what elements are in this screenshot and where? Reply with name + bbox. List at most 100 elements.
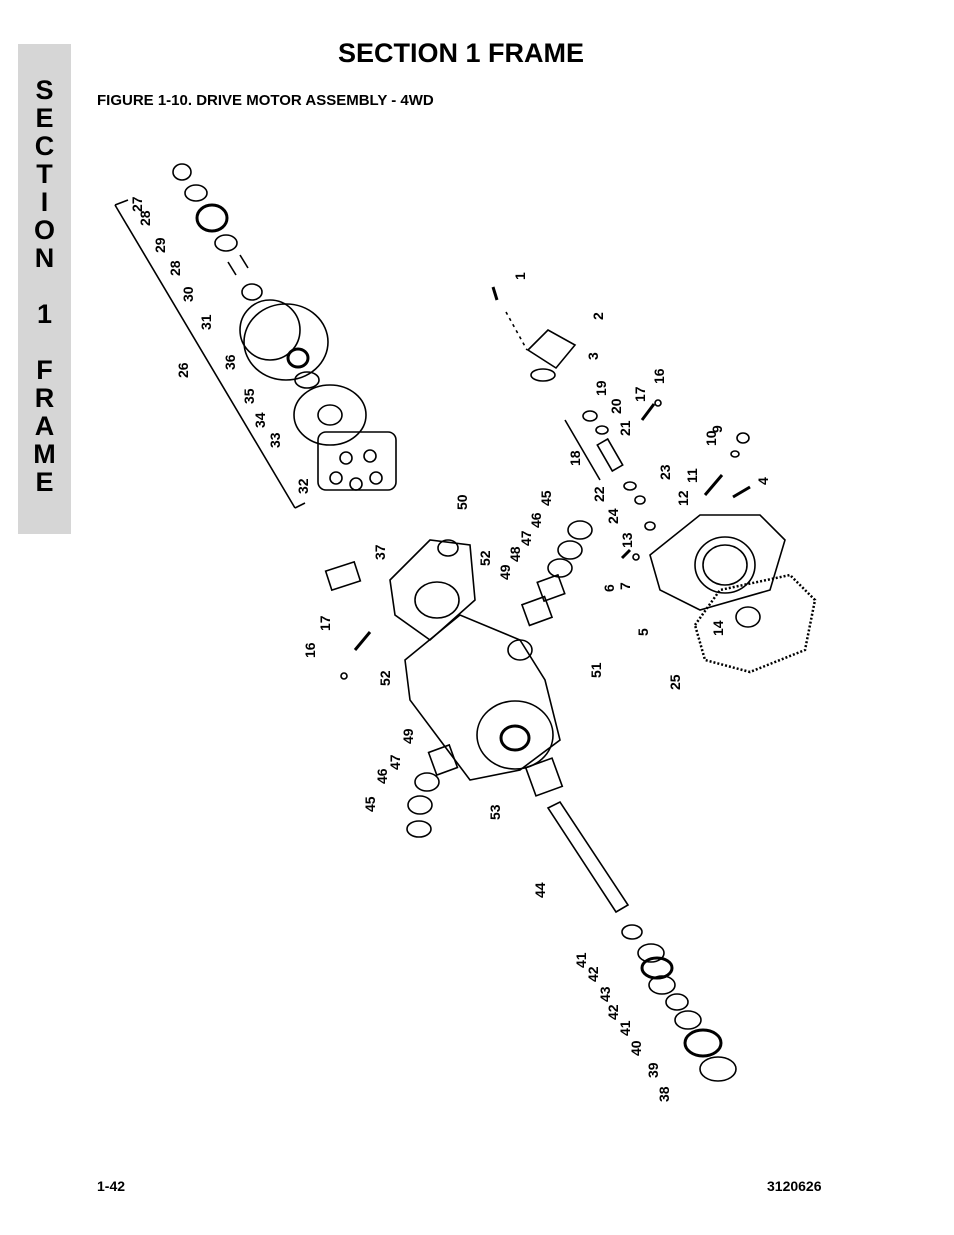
bearing-48 (536, 573, 566, 603)
callout: 50 (454, 494, 470, 510)
callout: 6 (601, 584, 617, 592)
side-tab-letter: E (35, 467, 54, 497)
piston (339, 451, 353, 465)
spacer-47 (547, 558, 573, 578)
section-title: SECTION 1 FRAME (0, 38, 954, 69)
pin-30b (239, 254, 249, 269)
callout: 25 (667, 674, 683, 690)
callout: 52 (377, 670, 393, 686)
ring-24 (644, 521, 656, 531)
side-tab-letter: A (34, 411, 55, 441)
swashplate-50 (389, 539, 476, 642)
callout: 52 (477, 550, 493, 566)
callout: 11 (684, 468, 700, 483)
callout: 33 (267, 432, 283, 448)
callout: 4 (755, 477, 771, 485)
callout: 47 (518, 530, 534, 546)
spring-29 (195, 203, 229, 233)
group-26-bracket-line (114, 204, 296, 509)
pin-30 (227, 261, 237, 276)
callout: 21 (617, 420, 633, 436)
callout: 14 (710, 620, 726, 636)
cylinder-barrel-face (239, 299, 301, 361)
screw-1 (491, 286, 499, 301)
side-tab-letter: 1 (36, 299, 53, 329)
plug-17 (640, 403, 656, 421)
snap-ring-45 (567, 520, 593, 540)
callout: 49 (497, 564, 513, 580)
side-tab-letter: F (36, 355, 53, 385)
callout: 10 (703, 430, 719, 446)
o-ring-16 (654, 399, 662, 407)
bearing-49 (520, 595, 554, 627)
callout: 45 (362, 796, 378, 812)
snap-ring-41 (621, 924, 643, 940)
callout: 34 (252, 412, 268, 428)
side-tab-letter: E (35, 103, 54, 133)
control-valve-37 (324, 560, 362, 592)
fitting-11 (703, 474, 724, 496)
o-ring-3 (530, 368, 556, 382)
snap-ring-27 (172, 163, 192, 181)
callout: 41 (617, 1020, 633, 1036)
callout: 20 (608, 398, 624, 414)
cover-2 (526, 329, 577, 370)
callout: 44 (532, 882, 548, 898)
callout: 46 (528, 512, 544, 528)
callout: 43 (597, 986, 613, 1002)
callout: 49 (400, 728, 416, 744)
side-tab-letter: S (35, 75, 54, 105)
callout: 39 (645, 1062, 661, 1078)
callout: 29 (152, 237, 168, 253)
bearing-49-left (427, 743, 459, 777)
valve-plate-inner (702, 544, 748, 586)
piston (329, 471, 343, 485)
callout: 23 (657, 464, 673, 480)
washer-42 (637, 943, 665, 963)
assembly-line (505, 311, 528, 351)
document-number: 3120626 (767, 1178, 822, 1194)
washer-42b (648, 975, 676, 995)
callout: 17 (632, 386, 648, 402)
swashplate-bore (414, 581, 460, 619)
side-tab-letter: T (36, 159, 53, 189)
callout: 42 (585, 966, 601, 982)
callout: 22 (591, 486, 607, 502)
callout: 35 (241, 388, 257, 404)
section-title-text: SECTION 1 FRAME (337, 38, 585, 68)
ball-guide-35 (294, 371, 320, 389)
side-tab-letter: I (40, 187, 49, 217)
housing-51 (404, 614, 561, 781)
washer-40 (674, 1010, 702, 1030)
callout: 2 (590, 312, 606, 320)
callout: 26 (175, 362, 191, 378)
callout: 53 (487, 804, 503, 820)
callout: 32 (295, 478, 311, 494)
spool-21 (596, 437, 624, 473)
retainer-31 (241, 283, 263, 301)
drive-shaft-44 (546, 800, 630, 914)
snap-ring-41b (665, 993, 689, 1011)
callout: 40 (628, 1040, 644, 1056)
barrel-bore (286, 347, 310, 369)
page-number: 1-42 (97, 1178, 126, 1194)
ring-23 (634, 495, 646, 505)
washer-28b (214, 234, 238, 252)
callout: 1 (512, 272, 528, 280)
group-26-bracket-end (294, 502, 306, 509)
callout-labels: 27 28 29 28 30 31 26 36 35 34 33 32 1 2 … (129, 196, 771, 1102)
callout: 7 (617, 582, 633, 590)
figure-title: FIGURE 1-10. DRIVE MOTOR ASSEMBLY - 4WD (97, 92, 434, 109)
o-ring-10 (730, 450, 740, 458)
retainer-plate-33 (293, 384, 367, 446)
side-tab-letter: R (34, 383, 55, 413)
plug-17-left (353, 631, 372, 651)
group-18-bracket (564, 419, 601, 481)
callout: 3 (585, 352, 601, 360)
side-tab-letter: M (33, 439, 56, 469)
spacer-47-left (414, 772, 440, 792)
callout: 12 (675, 490, 691, 506)
o-ring-19 (582, 410, 598, 422)
callout: 19 (593, 380, 609, 396)
